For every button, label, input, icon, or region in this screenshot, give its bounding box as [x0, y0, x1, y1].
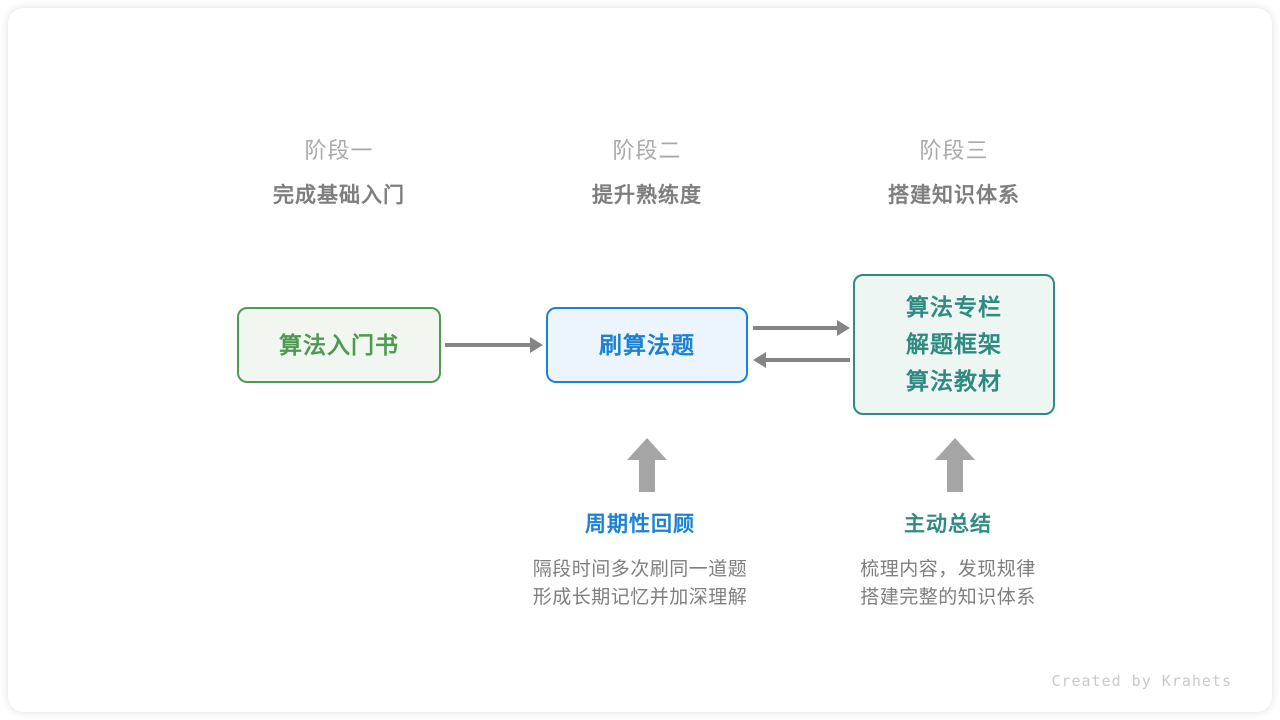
- node-practice-label: 刷算法题: [599, 331, 695, 358]
- arrow-head: [753, 352, 766, 368]
- arrow-up-review-icon: [627, 438, 667, 492]
- note-review-desc-line-2: 形成长期记忆并加深理解: [532, 587, 748, 608]
- stage-header-1: 阶段一 完成基础入门: [209, 136, 469, 211]
- note-summary-description: 梳理内容，发现规律 搭建完整的知识体系: [798, 556, 1098, 612]
- arrow-up-summary-icon: [935, 438, 975, 492]
- arrow-shaft: [445, 343, 532, 347]
- note-active-summary: 主动总结 梳理内容，发现规律 搭建完整的知识体系: [798, 510, 1098, 612]
- arrow-head: [935, 438, 975, 460]
- arrow-book-to-practice-icon: [445, 337, 543, 353]
- note-review-description: 隔段时间多次刷同一道题 形成长期记忆并加深理解: [490, 556, 790, 612]
- stage-3-phase: 阶段三: [919, 138, 989, 163]
- stage-3-title: 搭建知识体系: [888, 184, 1020, 207]
- note-summary-desc-line-2: 搭建完整的知识体系: [860, 587, 1036, 608]
- arrow-shaft: [753, 326, 839, 330]
- arrow-stem: [639, 458, 655, 492]
- node-learning-resources[interactable]: 算法专栏 解题框架 算法教材: [853, 274, 1055, 415]
- node-resources-line-1: 算法专栏: [906, 294, 1002, 320]
- stage-2-phase: 阶段二: [612, 138, 682, 163]
- diagram-card: 阶段一 完成基础入门 阶段二 提升熟练度 阶段三 搭建知识体系 算法入门书 刷算…: [8, 8, 1272, 712]
- node-resources-line-2: 解题框架: [906, 331, 1002, 357]
- arrow-head: [837, 320, 850, 336]
- note-review-desc-line-1: 隔段时间多次刷同一道题: [532, 559, 748, 580]
- arrow-practice-to-resources-icon: [753, 320, 850, 336]
- stage-1-title: 完成基础入门: [273, 184, 405, 207]
- stage-1-phase: 阶段一: [304, 138, 374, 163]
- arrow-shaft: [764, 358, 850, 362]
- stage-header-3: 阶段三 搭建知识体系: [824, 136, 1084, 211]
- node-book-label: 算法入门书: [279, 331, 399, 358]
- note-periodic-review: 周期性回顾 隔段时间多次刷同一道题 形成长期记忆并加深理解: [490, 510, 790, 612]
- arrow-resources-to-practice-icon: [753, 352, 850, 368]
- arrow-head: [530, 337, 543, 353]
- node-resources-line-3: 算法教材: [906, 368, 1002, 394]
- note-summary-title: 主动总结: [904, 513, 992, 536]
- stage-header-2: 阶段二 提升熟练度: [517, 136, 777, 211]
- node-algorithm-intro-book[interactable]: 算法入门书: [237, 307, 441, 383]
- stage-2-title: 提升熟练度: [592, 184, 702, 207]
- arrow-stem: [947, 458, 963, 492]
- note-summary-desc-line-1: 梳理内容，发现规律: [860, 559, 1036, 580]
- note-review-title: 周期性回顾: [585, 513, 695, 536]
- node-practice-problems[interactable]: 刷算法题: [546, 307, 748, 383]
- arrow-head: [627, 438, 667, 460]
- footer-credit: Created by Krahets: [1051, 672, 1232, 690]
